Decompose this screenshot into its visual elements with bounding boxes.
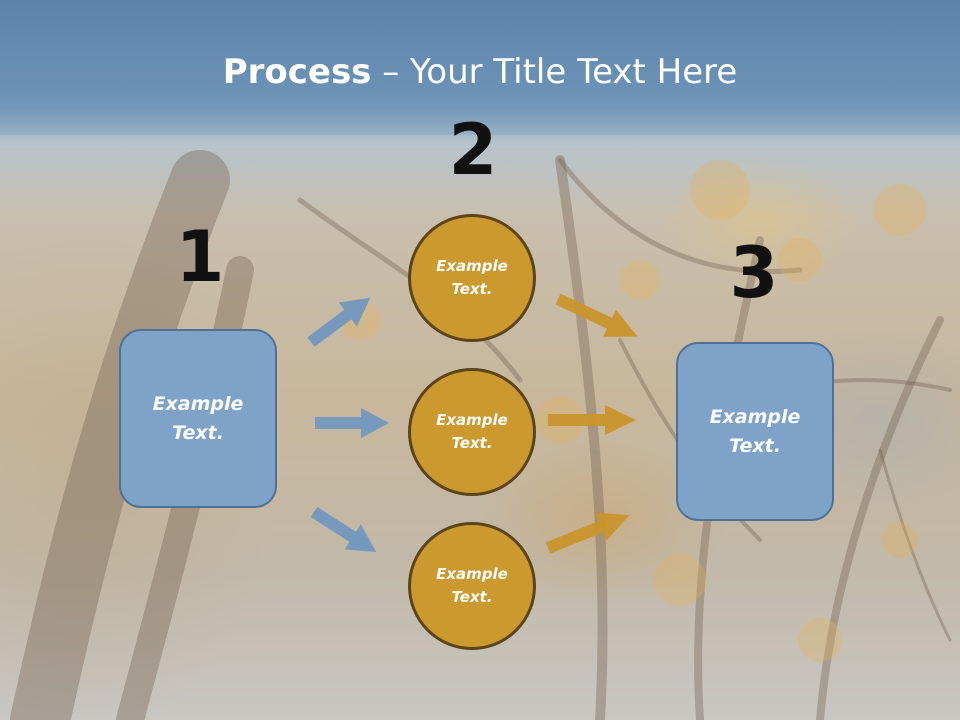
gold-arrow-up [545, 512, 630, 554]
step-1-box: Example Text. [119, 329, 277, 508]
blue-arrow-down [310, 506, 377, 552]
gold-arrow-down [555, 293, 638, 337]
step-2-circle-bottom: Example Text. [408, 522, 536, 650]
page-title: Process – Your Title Text Here [0, 52, 960, 92]
step-number-1: 1 [175, 216, 225, 298]
header-band [0, 0, 960, 135]
blue-arrow-middle [315, 408, 389, 438]
step-3-box-text: Example Text. [709, 406, 801, 457]
gold-arrow-middle [548, 405, 636, 435]
blue-arrow-up [307, 297, 371, 347]
step-1-box-text: Example Text. [152, 393, 244, 444]
step-number-2: 2 [448, 109, 498, 191]
step-3-box: Example Text. [676, 342, 834, 521]
title-bold: Process [222, 52, 372, 92]
step-2-circle-middle-text: Example Text. [436, 410, 508, 452]
step-2-circle-top: Example Text. [408, 214, 536, 342]
step-number-3: 3 [729, 232, 779, 314]
title-rest: – Your Title Text Here [371, 52, 738, 92]
step-2-circle-middle: Example Text. [408, 368, 536, 496]
step-2-circle-top-text: Example Text. [436, 256, 508, 298]
step-2-circle-bottom-text: Example Text. [436, 564, 508, 606]
